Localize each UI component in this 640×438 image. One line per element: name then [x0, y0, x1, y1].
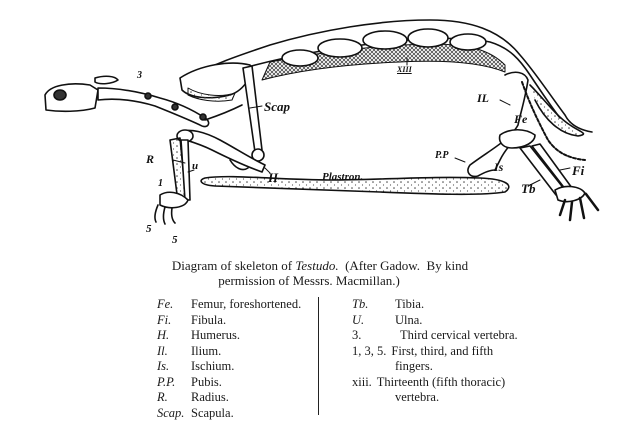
legend-text: Thirteenth (fifth thoracic)	[376, 374, 506, 389]
legend-abbr: Tb.	[352, 297, 369, 311]
legend-text: Pubis.	[191, 374, 222, 389]
label-finger-5b: 5	[172, 234, 178, 246]
legend-item: Is. Ischium.	[157, 359, 301, 375]
legend-text: Humerus.	[191, 328, 240, 342]
legend-right-column: Tb. Tibia. U. Ulna. 3. Third cervical verte…	[352, 297, 518, 406]
legend-text-continued: fingers.	[395, 359, 433, 373]
caption-prefix: Diagram of skeleton of	[171, 258, 296, 273]
legend-abbr: R.	[157, 390, 168, 404]
legend-abbr: Is.	[157, 359, 170, 373]
label-humerus: H	[268, 170, 279, 185]
legend-item: R. Radius.	[157, 390, 301, 406]
label-plastron: Plastron.	[322, 171, 364, 183]
legend-item: xiii. Thirteenth (fifth thoracic)	[352, 375, 518, 391]
legend-text: Tibia.	[395, 297, 425, 311]
legend-text-continued: vertebra.	[395, 390, 440, 404]
figure-caption: Diagram of skeleton of Testudo. (After G…	[0, 258, 640, 288]
legend-text: Scapula.	[191, 405, 234, 420]
legend-left-column: Fe. Femur, foreshortened. Fi. Fibula. H. Hu…	[157, 297, 301, 421]
legend-abbr: Il.	[157, 343, 168, 358]
legend-item: Scap. Scapula.	[157, 406, 301, 422]
label-radius: R	[146, 152, 155, 166]
caption-suffix: (After Gadow. By kind	[338, 258, 469, 273]
legend-text: Femur, foreshortened.	[191, 297, 302, 311]
legend-abbr: xiii.	[352, 374, 372, 389]
legend-abbr: Fe.	[157, 297, 174, 311]
legend-item: Tb. Tibia.	[352, 297, 518, 313]
legend-item: Fi. Fibula.	[157, 313, 301, 329]
legend-text: Radius.	[191, 390, 229, 404]
label-ischium: Is	[494, 160, 504, 174]
label-finger-5a: 5	[146, 223, 152, 235]
caption-line-1: Diagram of skeleton of Testudo. (After G…	[0, 258, 640, 273]
legend-text: Ulna.	[395, 312, 423, 327]
legend-text: First, third, and fifth	[391, 343, 494, 358]
label-finger-1: 1	[158, 178, 163, 189]
legend-abbr: Fi.	[157, 312, 172, 327]
legend-item: P.P. Pubis.	[157, 375, 301, 391]
legend-abbr: Scap.	[157, 405, 185, 420]
label-scapula: Scap	[264, 99, 290, 114]
legend-text: Ischium.	[191, 359, 235, 373]
caption-line-2: permission of Messrs. Macmillan.)	[218, 273, 400, 288]
legend-text: Fibula.	[191, 312, 227, 327]
label-fibula: Fi	[572, 163, 585, 178]
legend-item: 3. Third cervical vertebra.	[352, 328, 518, 344]
legend-item: U. Ulna.	[352, 313, 518, 329]
label-third-cervical: 3	[137, 70, 142, 81]
legend-divider	[318, 297, 319, 415]
legend-abbr: P.P.	[157, 374, 176, 389]
legend-item: Fe. Femur, foreshortened.	[157, 297, 301, 313]
label-ulna: u	[192, 160, 199, 172]
legend-text: Third cervical vertebra.	[400, 328, 518, 342]
legend-abbr: 1, 3, 5.	[352, 343, 387, 358]
label-thirteenth-vertebra: XIII	[397, 65, 412, 74]
label-tibia: Tb	[521, 181, 536, 196]
legend-abbr: H.	[157, 328, 170, 342]
legend-text: Ilium.	[191, 343, 222, 358]
skeleton-diagram: 3 Scap R u H 1 5 5 Plastron. XIII IL Fe …	[44, 19, 600, 246]
label-femur: Fe	[514, 112, 528, 126]
caption-genus: Testudo.	[295, 258, 339, 273]
legend-abbr: U.	[352, 312, 365, 327]
label-pubis: P.P	[435, 150, 449, 161]
legend-abbr: 3.	[352, 328, 362, 342]
testudo-skeleton-illustration	[44, 19, 600, 225]
label-ilium: IL	[477, 91, 489, 105]
legend-item: 1, 3, 5. First, third, and fifth	[352, 344, 518, 360]
legend-item: Il. Ilium.	[157, 344, 301, 360]
legend-item: H. Humerus.	[157, 328, 301, 344]
